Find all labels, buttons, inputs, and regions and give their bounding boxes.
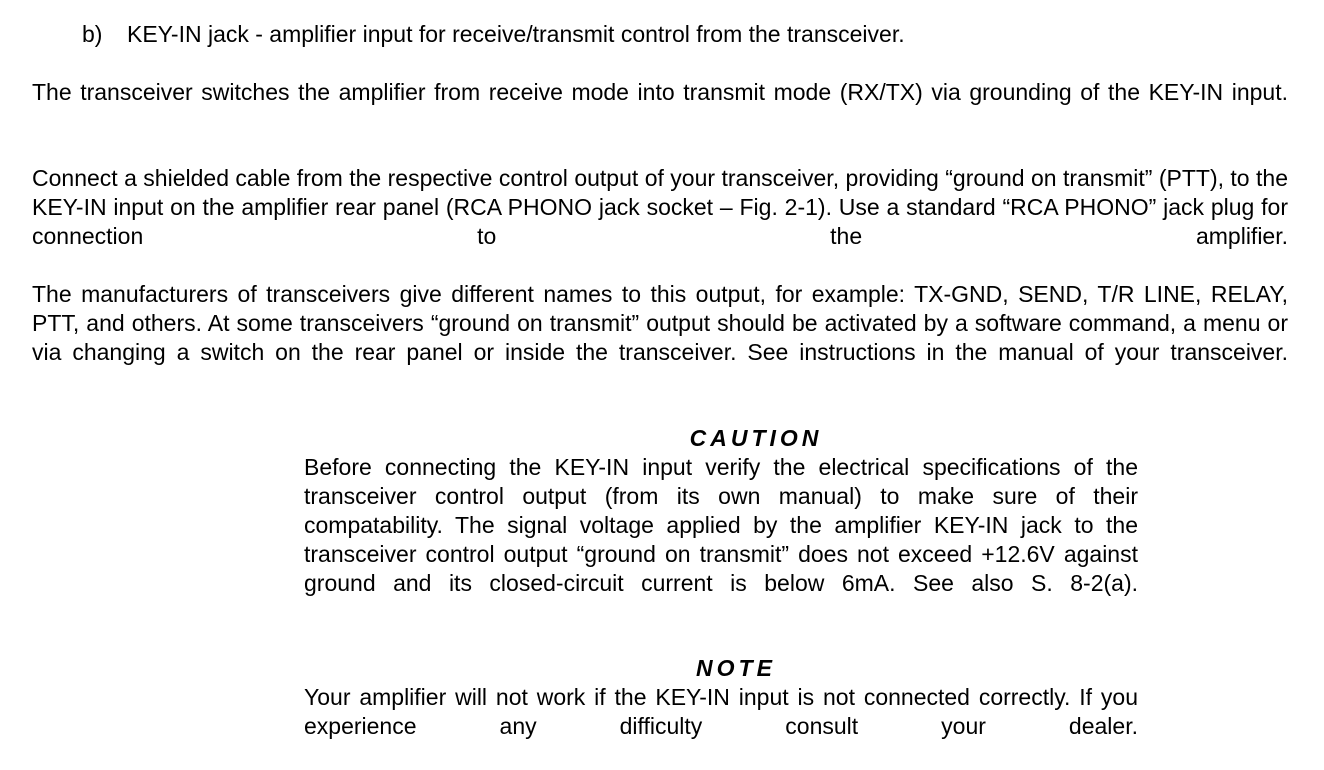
- paragraph-rx-tx-switching: The transceiver switches the amplifier f…: [32, 79, 1288, 105]
- paragraph-manufacturer-names: The manufacturers of transceivers give d…: [32, 281, 1288, 365]
- list-item-marker: b): [82, 21, 103, 47]
- list-item-b: b) KEY-IN jack - amplifier input for rece…: [82, 20, 905, 49]
- caution-heading: CAUTION: [689, 425, 823, 451]
- caution-text: Before connecting the KEY-IN input verif…: [304, 454, 1138, 596]
- note-box: NOTE Your amplifier will not work if the…: [304, 654, 1138, 770]
- note-heading: NOTE: [696, 655, 776, 681]
- paragraph-shielded-cable: Connect a shielded cable from the respec…: [32, 165, 1288, 249]
- caution-box: CAUTION Before connecting the KEY-IN inp…: [304, 424, 1138, 627]
- note-text: Your amplifier will not work if the KEY-…: [304, 684, 1138, 739]
- list-item-text: KEY-IN jack - amplifier input for receiv…: [127, 21, 905, 47]
